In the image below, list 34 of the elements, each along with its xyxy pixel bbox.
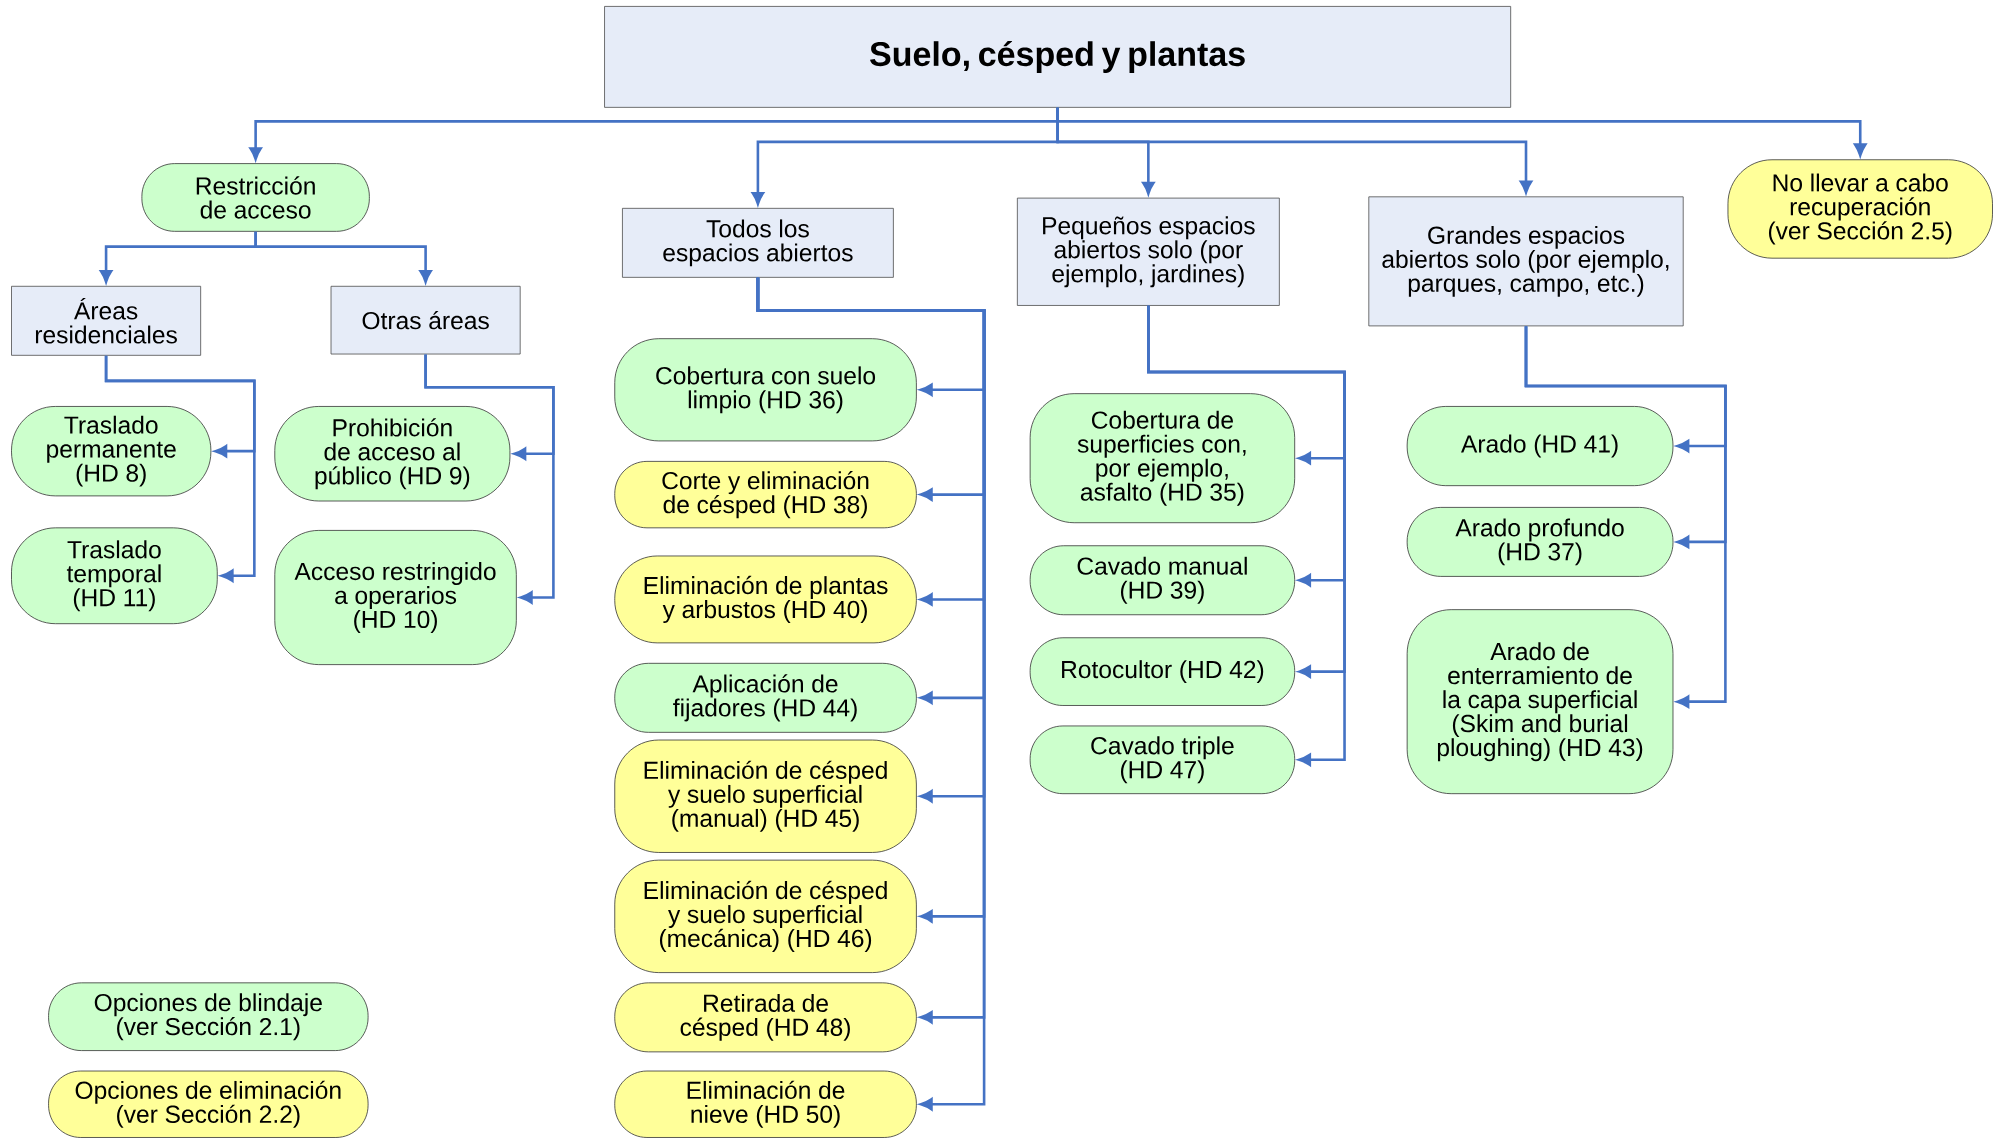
category-box: Áreas residenciales bbox=[11, 285, 202, 356]
category-box: Todos los espacios abiertos bbox=[622, 207, 894, 278]
arrow bbox=[1147, 305, 1346, 766]
option-box: Rotocultor (HD 42) bbox=[1029, 637, 1296, 706]
arrow bbox=[104, 355, 256, 582]
option-box: Eliminación de plantas y arbustos (HD 40) bbox=[614, 555, 917, 644]
option-box: Eliminación de césped y suelo superficial (mecánica) (HD 46) bbox=[614, 859, 917, 973]
option-box: Corte y eliminación de césped (HD 38) bbox=[614, 460, 917, 529]
category-box: Otras áreas bbox=[330, 285, 521, 355]
option-box: Arado (HD 41) bbox=[1406, 405, 1674, 486]
option-box: Prohibición de acceso al público (HD 9) bbox=[274, 405, 511, 502]
option-box: Arado profundo (HD 37) bbox=[1406, 506, 1674, 577]
option-box: Traslado temporal (HD 11) bbox=[11, 527, 218, 624]
option-box: Cavado manual (HD 39) bbox=[1029, 545, 1296, 615]
legend-item: Opciones de blindaje (ver Sección 2.1) bbox=[48, 982, 369, 1051]
arrow bbox=[1056, 107, 1867, 157]
option-box: Arado de enterramiento de la capa superficial (Skim and burial ploughing) (HD 43) bbox=[1406, 609, 1674, 794]
title-box: Suelo, césped y plantas bbox=[604, 5, 1512, 108]
legend-item: Opciones de eliminación (ver Sección 2.2) bbox=[48, 1070, 369, 1138]
option-box: Eliminación de césped y suelo superficial (manual) (HD 45) bbox=[614, 739, 917, 853]
category-box: Grandes espacios abiertos solo (por ejemplo, parques, campo, etc.) bbox=[1368, 196, 1684, 327]
option-box: Eliminación de nieve (HD 50) bbox=[614, 1070, 917, 1138]
option-box: Retirada de césped (HD 48) bbox=[614, 982, 917, 1053]
option-box: Cobertura con suelo limpio (HD 36) bbox=[614, 338, 917, 442]
option-box: Traslado permanente (HD 8) bbox=[11, 405, 212, 497]
option-box: Acceso restringido a operarios (HD 10) bbox=[274, 529, 517, 665]
option-box: Cobertura de superficies con, por ejemplo, asfalto (HD 35) bbox=[1029, 393, 1296, 523]
arrow bbox=[1524, 326, 1727, 708]
option-box: No llevar a cabo recuperación (ver Sección 2.5) bbox=[1727, 159, 1993, 259]
option-box: Aplicación de fijadores (HD 44) bbox=[614, 662, 917, 733]
arrow bbox=[424, 354, 555, 604]
category-box: Pequeños espacios abiertos solo (por ejemplo, jardines) bbox=[1016, 197, 1280, 306]
option-box: Cavado triple (HD 47) bbox=[1029, 725, 1296, 794]
option-box: Restricción de acceso bbox=[141, 163, 370, 232]
